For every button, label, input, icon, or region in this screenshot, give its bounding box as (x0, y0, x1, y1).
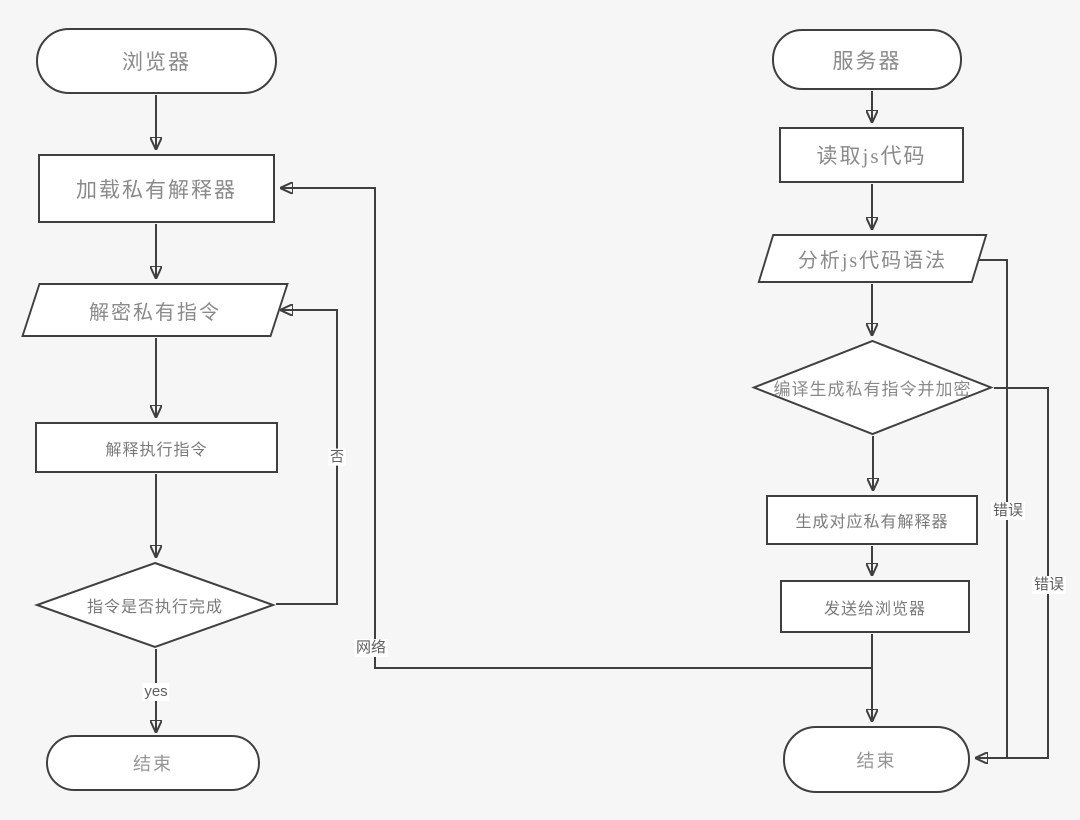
edge-compile-error-to-end (976, 387, 1049, 758)
node-decrypt-instructions: 解密私有指令 (21, 283, 289, 337)
node-load-interpreter-label: 加载私有解释器 (76, 177, 237, 202)
edge-network-to-load (281, 188, 872, 669)
node-generate-interpreter-label: 生成对应私有解释器 (795, 514, 949, 531)
node-server-start-label: 服务器 (832, 48, 902, 73)
node-server-start: 服务器 (772, 29, 962, 90)
edge-label-yes: yes (142, 683, 170, 701)
node-check-done-label: 指令是否执行完成 (86, 599, 223, 616)
node-read-js-label: 读取js代码 (816, 144, 927, 168)
node-load-interpreter: 加载私有解释器 (38, 154, 275, 223)
node-end-left-label: 结束 (133, 754, 173, 774)
node-generate-interpreter: 生成对应私有解释器 (766, 495, 978, 545)
node-read-js: 读取js代码 (779, 127, 964, 183)
node-end-left: 结束 (46, 735, 260, 791)
node-analyze-js: 分析js代码语法 (757, 234, 988, 283)
diamond-shape (751, 339, 994, 436)
node-compile-encrypt: 编译生成私有指令并加密 (751, 339, 994, 436)
node-end-right-label: 结束 (856, 750, 897, 771)
node-send-to-browser-label: 发送给浏览器 (823, 600, 926, 618)
edge-label-network: 网络 (353, 639, 389, 657)
node-end-right: 结束 (783, 726, 970, 793)
edge-label-no: 否 (328, 448, 346, 466)
node-check-done: 指令是否执行完成 (34, 561, 276, 649)
node-execute-instructions: 解释执行指令 (35, 422, 278, 473)
node-analyze-js-label: 分析js代码语法 (797, 250, 948, 272)
node-execute-instructions-label: 解释执行指令 (105, 441, 208, 459)
edge-label-error-bottom: 错误 (1031, 576, 1067, 594)
diamond-shape (34, 561, 276, 649)
node-decrypt-instructions-label: 解密私有指令 (89, 301, 221, 324)
edge-analyze-error (975, 259, 1008, 758)
node-browser-start-label: 浏览器 (122, 50, 191, 74)
node-compile-encrypt-label: 编译生成私有指令并加密 (773, 380, 972, 399)
edge-label-error-top: 错误 (990, 502, 1026, 520)
node-browser-start: 浏览器 (36, 28, 277, 94)
node-send-to-browser: 发送给浏览器 (780, 580, 970, 633)
